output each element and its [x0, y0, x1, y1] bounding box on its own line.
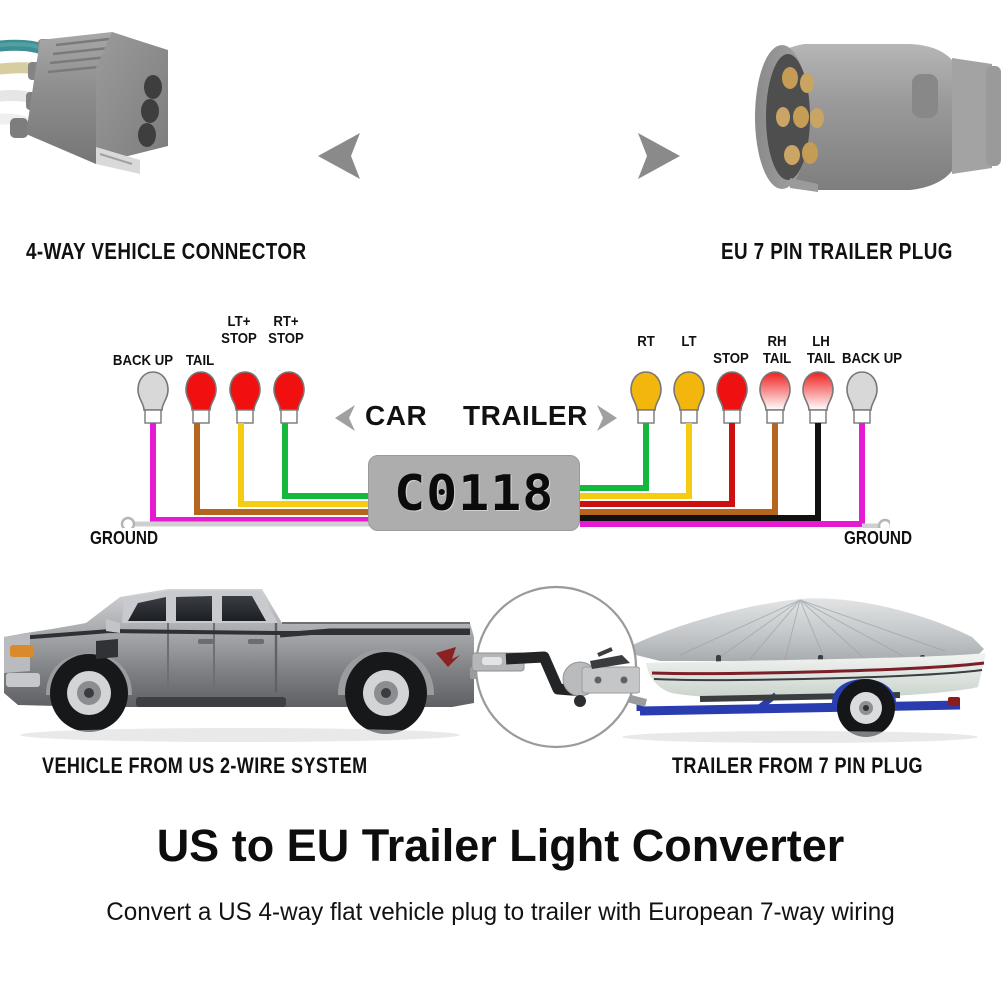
trailer-bulb-rt: [630, 370, 662, 424]
trailer-side-wires: [580, 423, 890, 528]
eu-7-pin-plug-photo: [755, 44, 1001, 192]
trailer-bulb-back-up: [846, 371, 878, 424]
right-connector-caption: EU 7 PIN TRAILER PLUG: [721, 238, 953, 264]
connectors-section: 4-WAY VEHICLE CONNECTOR: [0, 0, 1001, 285]
hitch-magnifier-circle: [472, 585, 640, 749]
module-label: C0118: [393, 464, 555, 522]
arrow-left-icon: [318, 133, 360, 179]
car-direction-label: CAR: [365, 400, 428, 431]
trailer-bulb-label-stop: STOP: [713, 350, 749, 367]
trailer-arrow-icon: [597, 405, 617, 431]
left-connector-caption: 4-WAY VEHICLE CONNECTOR: [26, 238, 307, 264]
page-title: US to EU Trailer Light Converter: [156, 820, 845, 871]
trailer-bulb-rh-tail: [759, 371, 791, 424]
trailer-photo-caption: TRAILER FROM 7 PIN PLUG: [672, 753, 923, 778]
converter-module: C0118: [368, 455, 580, 531]
trailer-bulb-label-lt: LT: [681, 333, 697, 350]
trailer-direction-label: TRAILER: [463, 400, 588, 431]
car-bulb-label-tail: TAIL: [185, 352, 215, 369]
wiring-diagram-section: BACK UP TAIL LT+STOP RT+STOP: [0, 300, 1001, 565]
car-bulb-label-back-up: BACK UP: [112, 352, 174, 369]
title-block: US to EU Trailer Light Converter Convert…: [0, 820, 1001, 927]
page-subtitle: Convert a US 4-way flat vehicle plug to …: [106, 898, 895, 926]
trailer-bulb-label-rt: RT: [637, 333, 655, 350]
vehicle-photo-caption: VEHICLE FROM US 2-WIRE SYSTEM: [42, 753, 368, 778]
pickup-truck-photo: [4, 589, 500, 742]
car-bulb-label-rt-stop: RT+STOP: [268, 313, 304, 347]
car-side-wires: [120, 423, 380, 528]
ground-label-right: GROUND: [844, 528, 912, 548]
trailer-bulb-label-back-up: BACK UP: [841, 350, 903, 367]
tow-setup-section: VEHICLE FROM US 2-WIRE SYSTEM TRAILER FR…: [0, 565, 1001, 780]
boat-on-trailer-photo: [606, 598, 986, 743]
car-bulb-label-lt-stop: LT+STOP: [221, 313, 257, 347]
car-bulb-lt-stop: [229, 370, 261, 424]
trailer-bulb-stop: [716, 371, 748, 424]
car-arrow-icon: [335, 405, 355, 431]
car-bulb-rt-stop: [273, 370, 305, 424]
ground-label-left: GROUND: [90, 528, 158, 548]
4-way-flat-connector-photo: [0, 32, 168, 174]
car-bulb-tail: [185, 371, 217, 424]
trailer-bulb-lt: [673, 370, 705, 424]
arrow-right-icon: [638, 133, 680, 179]
